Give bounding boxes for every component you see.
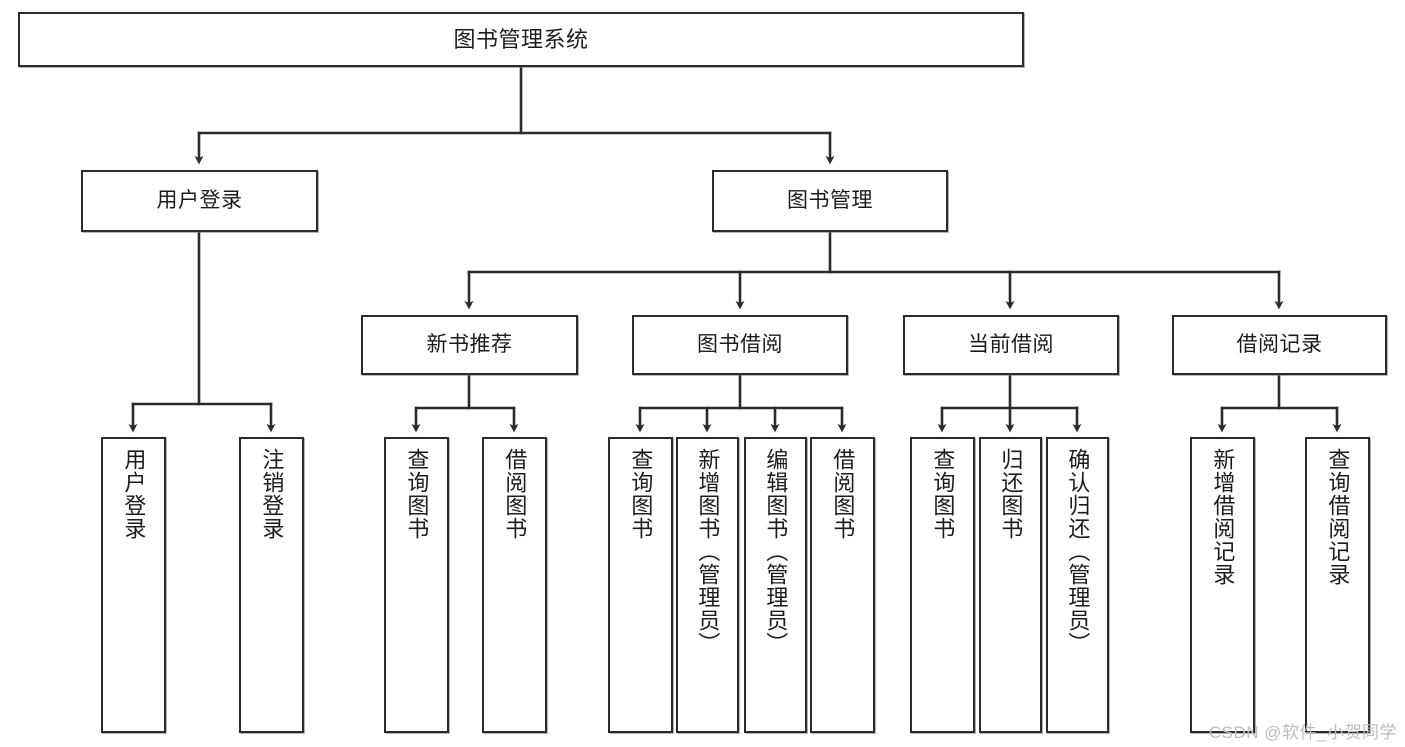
csdn-watermark: CSDN @软件_小贺同学 <box>1208 723 1397 742</box>
node-label: 图书管理 <box>787 188 873 212</box>
node-label: 借阅图书 <box>830 448 856 540</box>
node-label: 用户登录 <box>156 188 243 212</box>
node-label: 用户登录 <box>121 448 147 540</box>
leaf-borrow-edit-book[interactable]: 编辑图书（管理员） <box>744 437 807 733</box>
node-label: 新增图书（管理员） <box>695 448 721 655</box>
node-root-system[interactable]: 图书管理系统 <box>18 12 1024 67</box>
node-label: 查询借阅记录 <box>1325 448 1351 586</box>
node-label: 编辑图书（管理员） <box>763 448 789 655</box>
node-label: 注销登录 <box>259 448 285 540</box>
node-label: 新书推荐 <box>426 332 513 356</box>
leaf-user-login-logout[interactable]: 注销登录 <box>239 437 304 733</box>
node-label: 查询图书 <box>404 448 430 540</box>
leaf-borrow-borrow-book[interactable]: 借阅图书 <box>810 437 875 733</box>
leaf-record-query-record[interactable]: 查询借阅记录 <box>1305 437 1370 733</box>
leaf-recommend-query-book[interactable]: 查询图书 <box>384 437 449 733</box>
node-label: 确认归还（管理员） <box>1065 448 1091 655</box>
node-label: 图书管理系统 <box>453 26 589 52</box>
node-label: 查询图书 <box>628 448 654 540</box>
node-label: 归还图书 <box>998 448 1024 540</box>
node-label: 借阅图书 <box>502 448 528 540</box>
leaf-record-add-record[interactable]: 新增借阅记录 <box>1190 437 1255 733</box>
node-label: 新增借阅记录 <box>1210 448 1236 586</box>
leaf-borrow-query-book[interactable]: 查询图书 <box>608 437 673 733</box>
node-label: 借阅记录 <box>1236 332 1323 356</box>
node-current-borrow[interactable]: 当前借阅 <box>903 315 1119 375</box>
node-new-book-recommend[interactable]: 新书推荐 <box>361 315 578 375</box>
node-borrow-record[interactable]: 借阅记录 <box>1172 315 1387 375</box>
leaf-user-login-login[interactable]: 用户登录 <box>101 437 166 733</box>
leaf-current-return-book[interactable]: 归还图书 <box>979 437 1042 733</box>
node-book-borrow[interactable]: 图书借阅 <box>632 315 848 375</box>
leaf-current-confirm-return[interactable]: 确认归还（管理员） <box>1046 437 1109 733</box>
leaf-current-query-book[interactable]: 查询图书 <box>910 437 975 733</box>
node-label: 图书借阅 <box>697 332 783 356</box>
leaf-recommend-borrow-book[interactable]: 借阅图书 <box>482 437 547 733</box>
node-book-management[interactable]: 图书管理 <box>712 170 948 232</box>
node-label: 查询图书 <box>930 448 956 540</box>
leaf-borrow-add-book[interactable]: 新增图书（管理员） <box>676 437 739 733</box>
node-label: 当前借阅 <box>968 332 1054 356</box>
node-user-login[interactable]: 用户登录 <box>81 170 318 232</box>
